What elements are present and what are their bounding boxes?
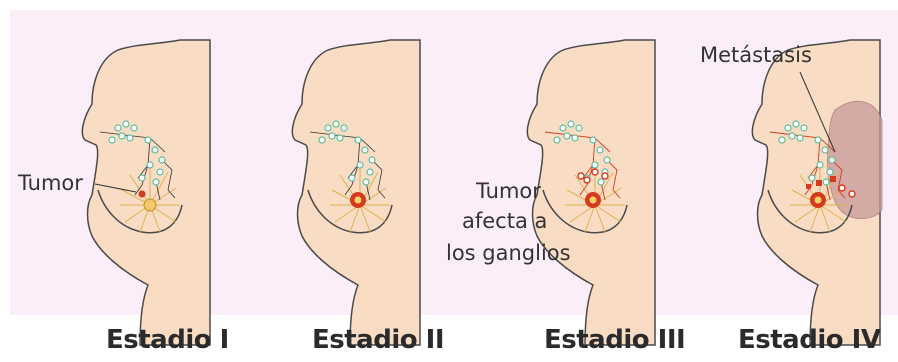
ganglios-annotation-line3: los ganglios: [446, 241, 571, 265]
stage-label-1: Estadio I: [106, 325, 229, 355]
stage-label-3: Estadio III: [544, 325, 686, 355]
stage-4-figure: [751, 39, 883, 346]
stage-label-4: Estadio IV: [738, 325, 881, 355]
stage-2-figure: [291, 39, 421, 346]
stage-1-figure: [81, 39, 211, 346]
stage-3-figure: [526, 39, 656, 346]
tumor-icon: [138, 190, 146, 198]
ganglios-annotation-line2: afecta a: [462, 209, 548, 233]
ganglios-annotation-line1: Tumor: [476, 179, 541, 203]
tumor-annotation: Tumor: [18, 171, 83, 195]
gland-icon: [143, 198, 157, 212]
stage-label-2: Estadio II: [312, 325, 445, 355]
metastasis-annotation: Metástasis: [700, 43, 812, 67]
metastasis-area: [827, 101, 883, 219]
